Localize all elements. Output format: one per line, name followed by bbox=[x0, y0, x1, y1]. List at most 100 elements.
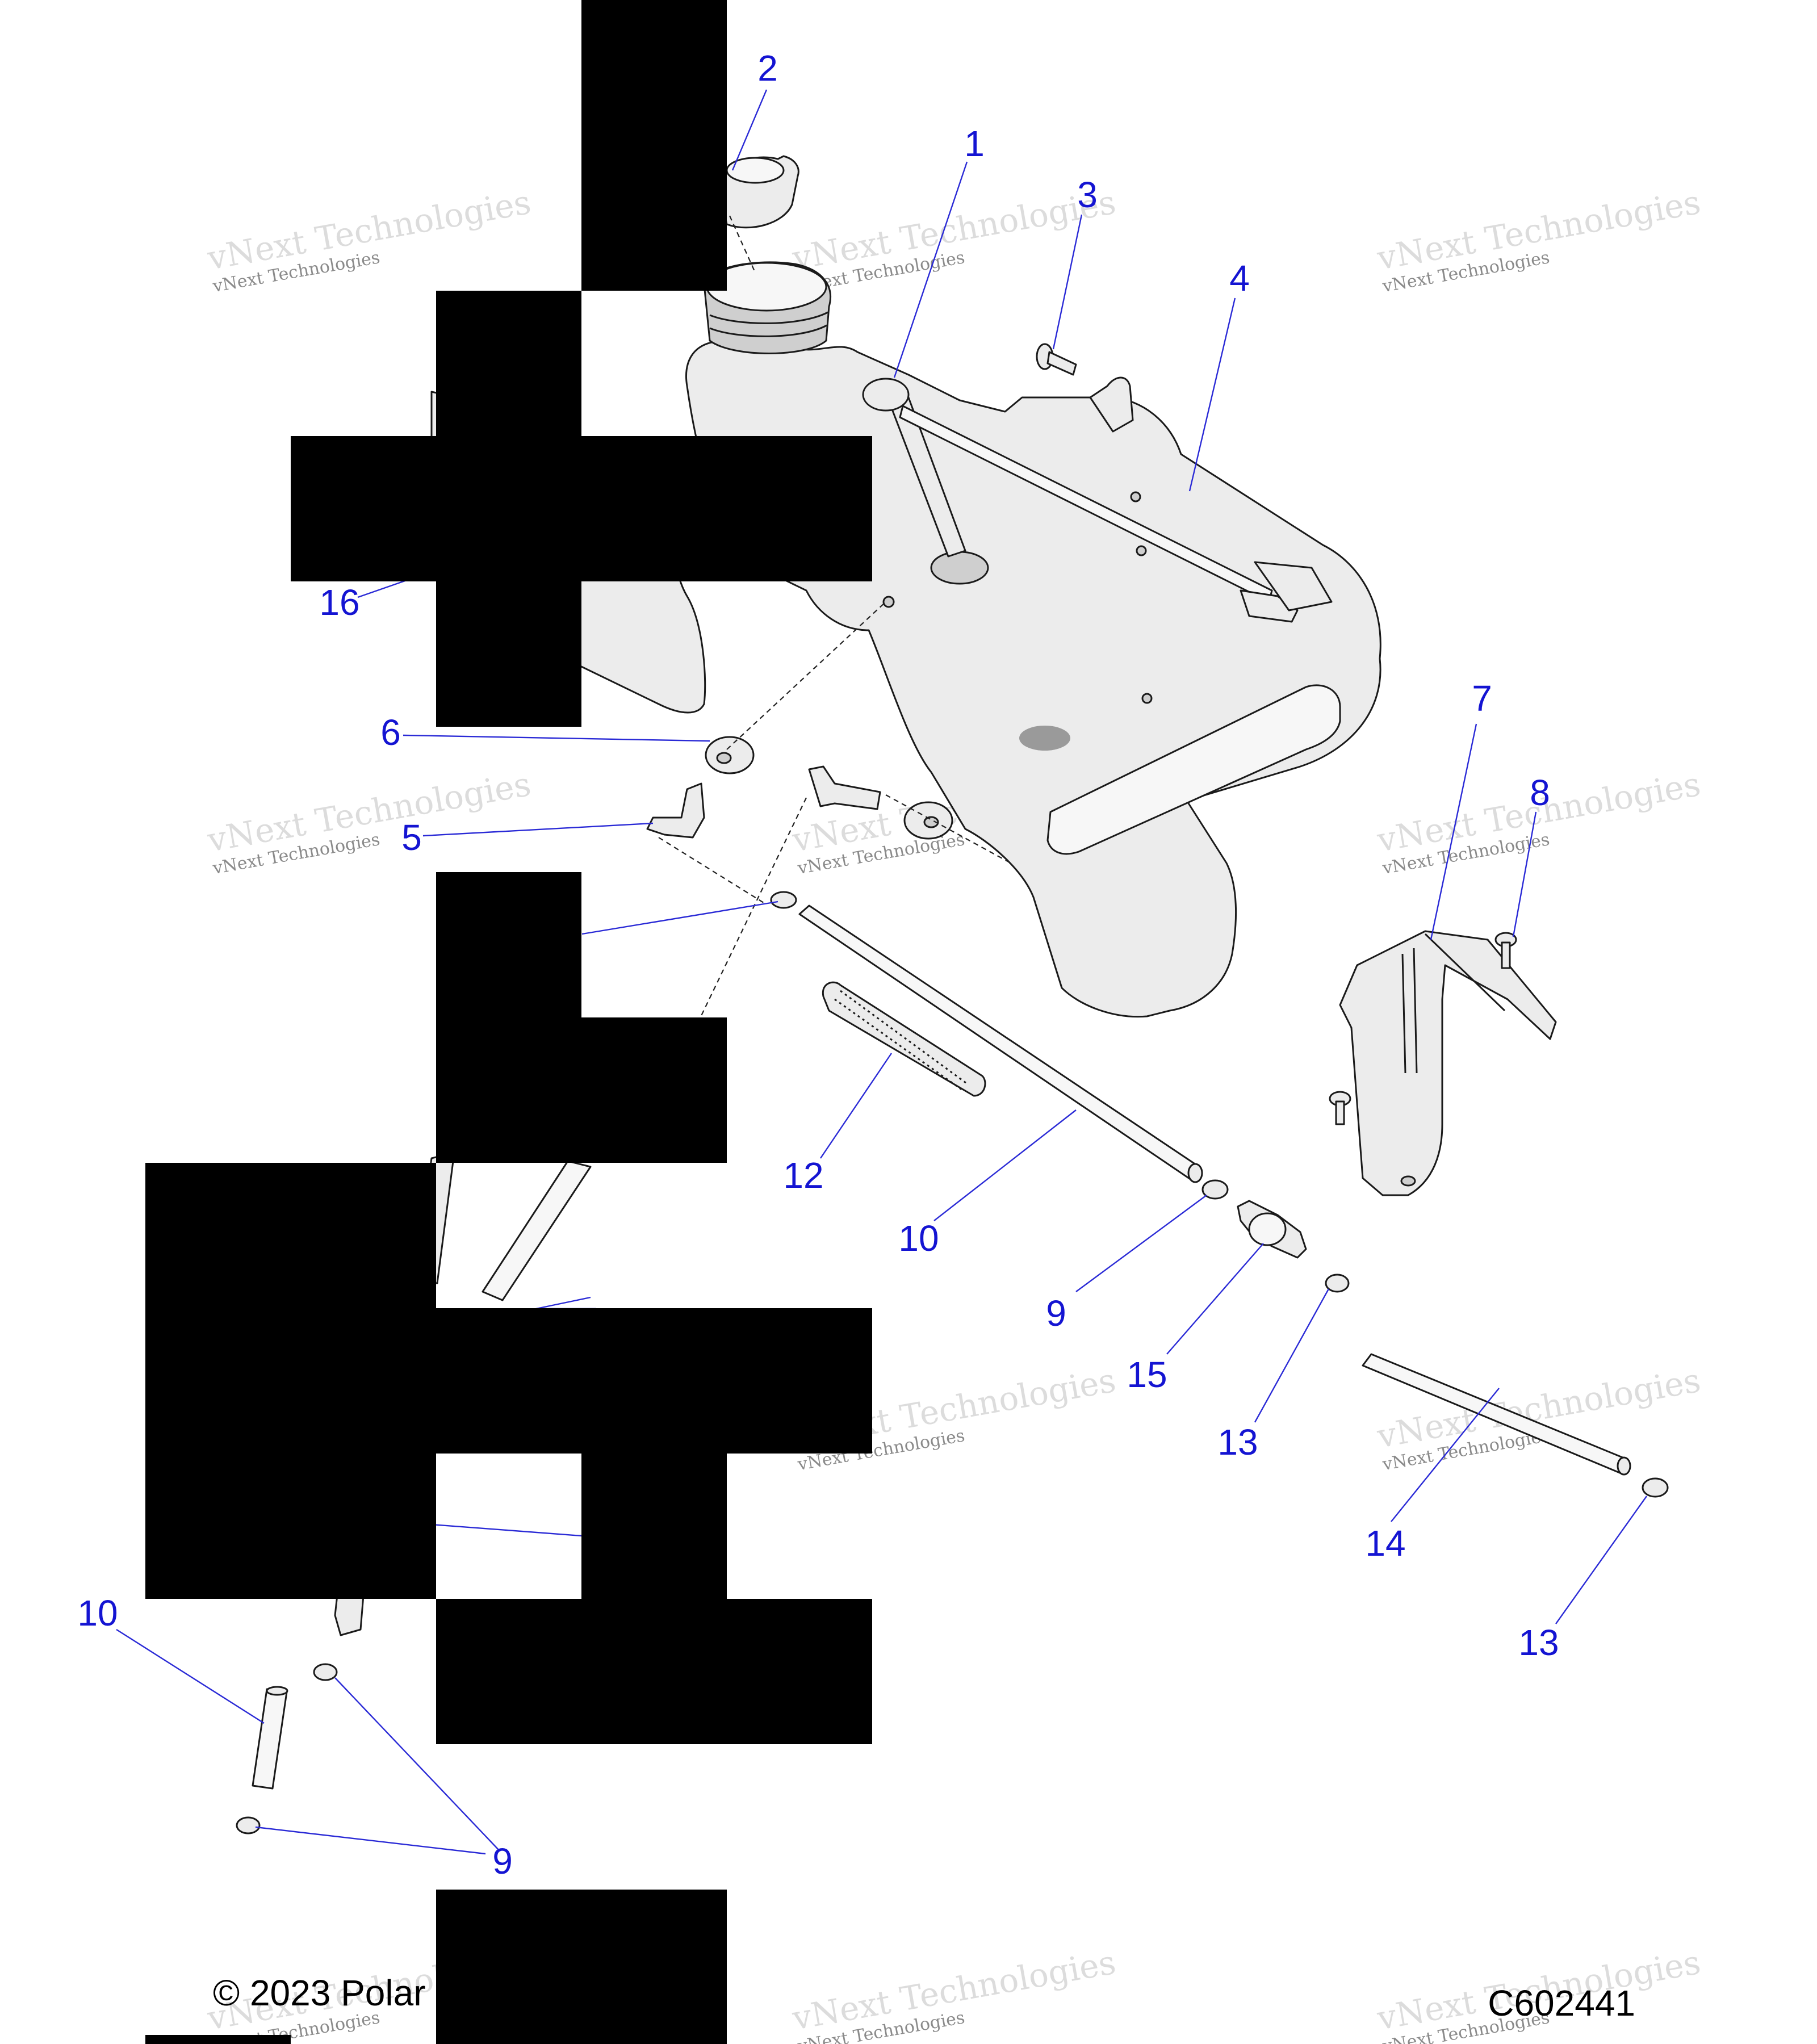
hose-clamp-body bbox=[1642, 1477, 1669, 1498]
fuel-sender bbox=[862, 378, 1333, 623]
callout-16: 16 bbox=[319, 582, 359, 623]
assembly-lines bbox=[658, 215, 1011, 1034]
callout-13: 13 bbox=[1217, 1422, 1258, 1463]
vent-hose-short-body bbox=[252, 1688, 288, 1790]
check-valve bbox=[1237, 1200, 1307, 1259]
redaction-block bbox=[581, 0, 727, 291]
leader-line bbox=[1166, 1243, 1264, 1355]
leader-lines bbox=[116, 89, 1647, 1855]
fuel-tank-hole bbox=[1141, 693, 1153, 704]
leader-line bbox=[116, 1628, 265, 1724]
callout-5: 5 bbox=[401, 817, 422, 858]
grommet bbox=[705, 736, 755, 774]
watermark: vNext Technologies vNext Technologies bbox=[789, 1943, 1119, 2044]
corrugated-sleeve-body bbox=[822, 981, 986, 1097]
corrugated-sleeve bbox=[822, 981, 986, 1097]
redaction-block bbox=[436, 1890, 727, 2044]
callout-15: 15 bbox=[1127, 1354, 1167, 1395]
leader-line bbox=[255, 1826, 486, 1855]
fuel-tank-hole bbox=[882, 596, 895, 608]
leader-line bbox=[893, 161, 968, 378]
footer: © 2023 Polar C602441 bbox=[213, 1972, 1635, 2024]
copyright-text: © 2023 Polar bbox=[213, 1972, 426, 2013]
hose-clamp-body bbox=[236, 1816, 261, 1834]
grommet-hole bbox=[716, 752, 732, 764]
callout-13: 13 bbox=[1518, 1622, 1559, 1663]
leader-line bbox=[820, 1053, 892, 1159]
elbow-fitting-body bbox=[646, 782, 705, 839]
fuel-tank-hole bbox=[1130, 491, 1141, 502]
redaction-block bbox=[291, 436, 436, 581]
watermark: vNext Technologies vNext Technologies bbox=[204, 765, 534, 879]
hose-clamp bbox=[1325, 1274, 1350, 1293]
fuel-tank-mount-tab bbox=[1089, 376, 1134, 433]
leader-line bbox=[933, 1109, 1077, 1221]
leader-line bbox=[1391, 1388, 1500, 1522]
redaction-block bbox=[581, 1454, 727, 1599]
bracket-screw bbox=[1494, 932, 1517, 969]
bracket-body bbox=[1339, 930, 1557, 1196]
redactions bbox=[145, 0, 872, 2044]
redaction-block bbox=[581, 1017, 727, 1163]
hose-clamp bbox=[1201, 1179, 1229, 1200]
leader-line bbox=[1430, 723, 1477, 940]
callouts: 1 2 3 4 5 6 7 8 9 9 10 10 12 13 13 14 15… bbox=[77, 48, 1559, 1882]
redaction-block bbox=[145, 1163, 436, 1599]
screw-shank bbox=[1335, 1100, 1345, 1125]
hose-clamp bbox=[770, 891, 797, 909]
bracket-screw bbox=[1329, 1091, 1351, 1125]
hose-clamp-body bbox=[313, 1663, 338, 1681]
push-rivet-shank bbox=[1046, 351, 1077, 376]
callout-4: 4 bbox=[1229, 258, 1250, 299]
leader-line bbox=[581, 900, 778, 935]
redaction-block bbox=[581, 436, 727, 581]
callout-7: 7 bbox=[1472, 678, 1492, 719]
outlet-hose-end bbox=[1617, 1456, 1631, 1476]
vent-hose-short-end bbox=[266, 1686, 288, 1696]
bracket-edge bbox=[1424, 933, 1506, 1012]
hose-clamp-body bbox=[1201, 1179, 1229, 1200]
grommet bbox=[903, 801, 953, 840]
corrugated-sleeve-ribs bbox=[834, 990, 969, 1091]
elbow-fitting bbox=[646, 782, 705, 839]
redaction-block bbox=[436, 1308, 872, 1454]
watermark: vNext Technologies vNext Technologies bbox=[204, 183, 534, 297]
fuel-sender-connector bbox=[1240, 589, 1299, 623]
leader-line bbox=[731, 89, 768, 171]
screw-shank bbox=[1501, 941, 1511, 969]
leader-line bbox=[1254, 1288, 1330, 1423]
push-rivet bbox=[1036, 343, 1077, 376]
vent-hose-end bbox=[1187, 1163, 1203, 1183]
vent-hose bbox=[798, 904, 1203, 1183]
bracket-slot bbox=[1401, 953, 1406, 1074]
leader-line bbox=[1555, 1496, 1647, 1624]
elbow-fitting bbox=[808, 765, 881, 810]
leader-line bbox=[1512, 811, 1537, 937]
redaction-block bbox=[436, 1599, 872, 1744]
watermark: vNext Technologies vNext Technologies bbox=[789, 183, 1119, 297]
bracket-slot bbox=[1413, 948, 1418, 1074]
fuel-tank-hole bbox=[1136, 545, 1147, 556]
leader-line bbox=[431, 1523, 583, 1537]
hose-clamp bbox=[236, 1816, 261, 1834]
callout-9: 9 bbox=[1046, 1293, 1066, 1334]
assembly-line bbox=[729, 215, 756, 273]
fuel-cap-top bbox=[726, 157, 785, 184]
assembly-line bbox=[692, 797, 807, 1034]
leader-line bbox=[422, 822, 654, 837]
bracket bbox=[1339, 930, 1557, 1196]
redaction-block bbox=[145, 2035, 291, 2044]
redaction-block bbox=[436, 872, 581, 1163]
hose-clamp-body bbox=[1325, 1274, 1350, 1293]
assembly-line bbox=[726, 601, 886, 750]
callout-14: 14 bbox=[1365, 1523, 1405, 1564]
leader-line bbox=[334, 1677, 500, 1852]
callout-8: 8 bbox=[1530, 772, 1550, 813]
callout-12: 12 bbox=[783, 1155, 823, 1196]
leader-line bbox=[1052, 214, 1083, 350]
hose-clamp bbox=[1642, 1477, 1669, 1498]
grommet-hole bbox=[923, 816, 939, 828]
callout-1: 1 bbox=[964, 123, 985, 164]
watermark: vNext Technologies vNext Technologies bbox=[1374, 183, 1703, 297]
